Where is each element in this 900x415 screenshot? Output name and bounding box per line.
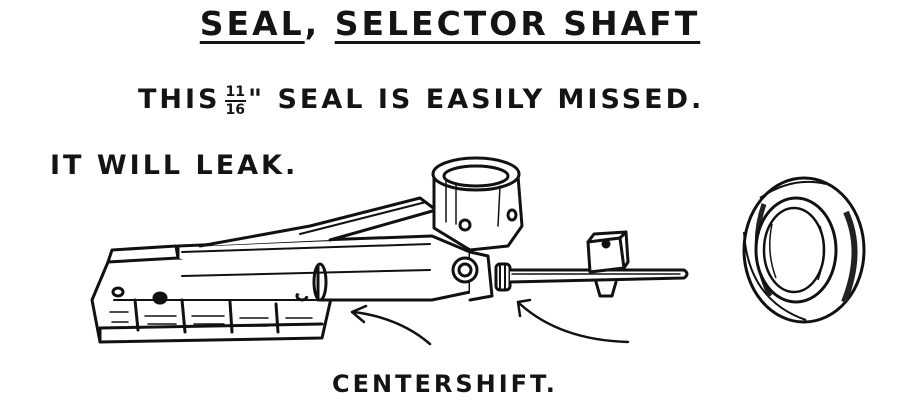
inch-mark: " xyxy=(248,84,266,115)
seal-ring-icon xyxy=(742,176,866,324)
note-after: SEAL IS EASILY MISSED. xyxy=(277,84,705,115)
title-separator: , xyxy=(304,4,335,43)
fraction-numerator: 11 xyxy=(224,83,246,102)
title-selector-shaft: SELECTOR SHAFT xyxy=(334,4,701,43)
note-before: THIS xyxy=(138,84,221,115)
fraction-denominator: 16 xyxy=(225,101,245,118)
leak-warning: IT WILL LEAK. xyxy=(50,150,299,181)
page-title: SEAL, SELECTOR SHAFT xyxy=(0,4,900,44)
pointer-arrow-icon xyxy=(350,298,630,346)
centershift-housing-icon xyxy=(90,156,689,344)
centershift-caption: CENTERSHIFT. xyxy=(332,370,558,398)
title-seal: SEAL xyxy=(199,4,305,43)
